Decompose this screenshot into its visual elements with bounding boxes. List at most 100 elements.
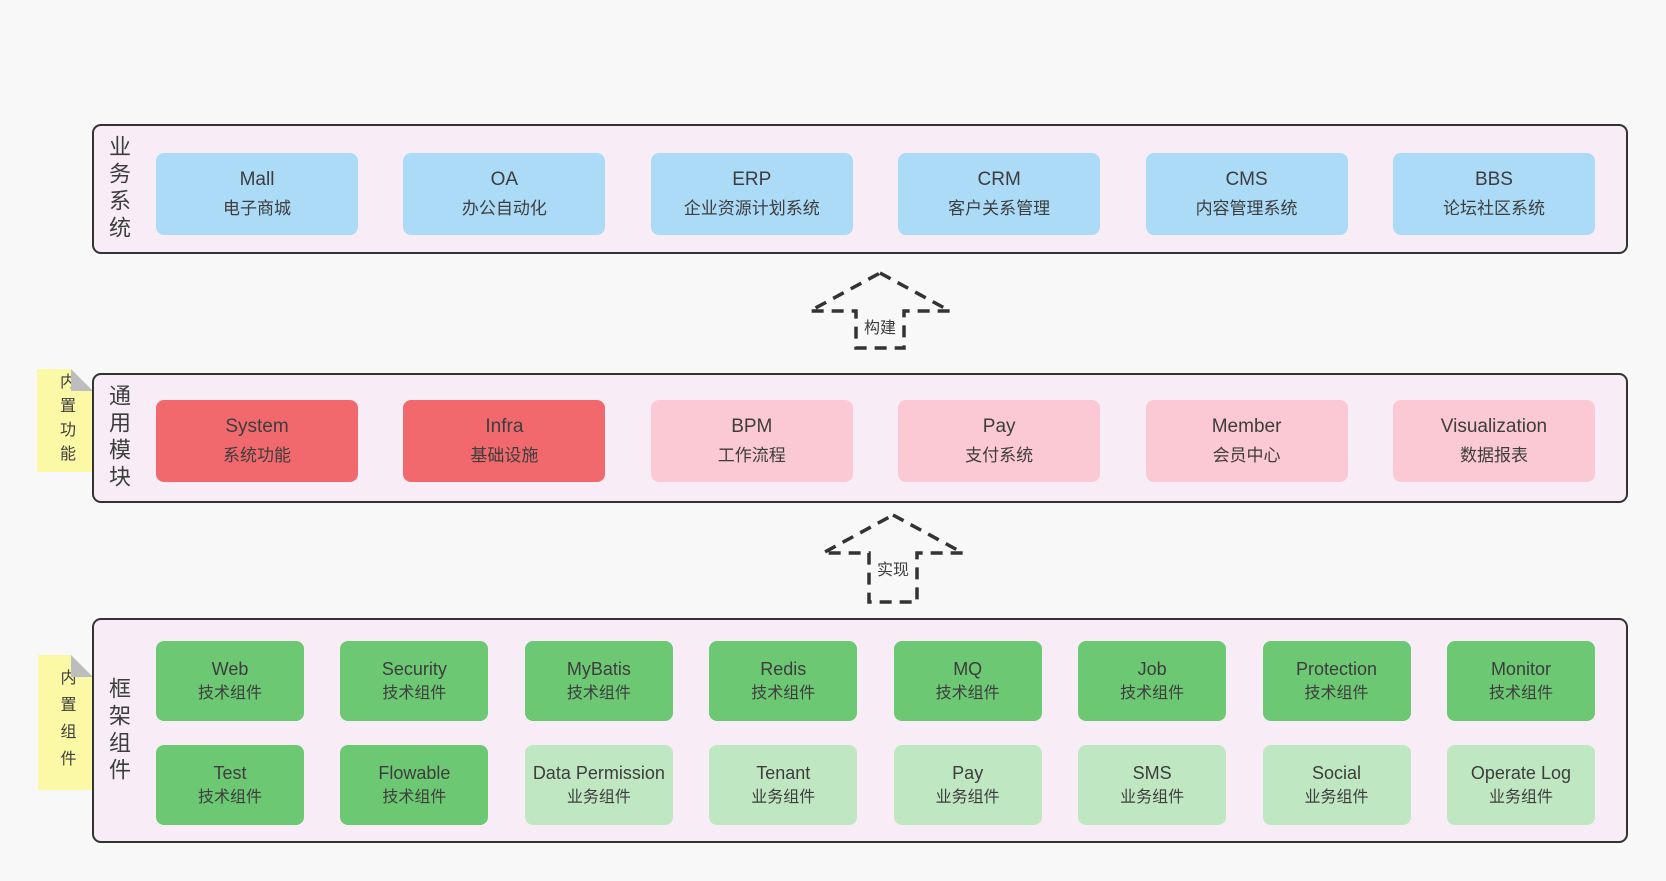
box-title: Web: [211, 659, 249, 680]
box-title: Tenant: [756, 763, 811, 784]
box-title: BBS: [1474, 169, 1513, 191]
build-arrow-icon: 构建: [807, 270, 953, 350]
box-title: Security: [381, 659, 447, 680]
framework-box-row-1: Web 技术组件 Security 技术组件 MyBatis 技术组件 Redi…: [156, 641, 1595, 721]
box-oa: OA 办公自动化: [403, 153, 606, 235]
sticky-note-built-in-functions: 内置功能: [37, 369, 93, 472]
box-cms: CMS 内容管理系统: [1145, 153, 1348, 235]
box-title: Data Permission: [532, 763, 665, 784]
panel-business-systems: 业务系统 Mall 电子商城 OA 办公自动化 ERP 企业资源计划系统 CRM…: [92, 124, 1628, 254]
box-subtitle: 基础设施: [470, 445, 539, 465]
implement-arrow-label: 实现: [873, 556, 913, 580]
box-tenant: Tenant 业务组件: [709, 745, 858, 825]
box-title: BPM: [731, 416, 773, 438]
box-subtitle: 工作流程: [717, 445, 786, 465]
box-erp: ERP 企业资源计划系统: [650, 153, 853, 235]
sticky-note-built-in-components: 内置组件: [38, 655, 93, 790]
box-title: Pay: [982, 416, 1016, 438]
box-title: Redis: [760, 659, 807, 680]
box-title: Operate Log: [1470, 763, 1571, 784]
business-box-row: Mall 电子商城 OA 办公自动化 ERP 企业资源计划系统 CRM 客户关系…: [156, 153, 1595, 235]
box-pay-component: Pay 业务组件: [893, 745, 1042, 825]
box-subtitle: 论坛社区系统: [1442, 198, 1545, 218]
box-flowable: Flowable 技术组件: [340, 745, 489, 825]
box-title: Mall: [239, 169, 275, 191]
box-subtitle: 数据报表: [1459, 445, 1528, 465]
box-subtitle: 技术组件: [1304, 684, 1369, 702]
box-subtitle: 业务组件: [566, 788, 631, 806]
panel-framework-components: 框架组件 Web 技术组件 Security 技术组件 MyBatis 技术组件…: [92, 618, 1628, 843]
box-subtitle: 系统功能: [223, 445, 291, 465]
box-data-permission: Data Permission 业务组件: [524, 745, 673, 825]
box-subtitle: 技术组件: [566, 684, 631, 702]
box-title: CRM: [977, 169, 1021, 191]
box-monitor: Monitor 技术组件: [1446, 641, 1595, 721]
sticky-note-label: 内置组件: [57, 668, 75, 777]
box-subtitle: 业务组件: [1120, 788, 1185, 806]
box-subtitle: 技术组件: [197, 788, 262, 806]
box-title: OA: [490, 169, 519, 191]
box-crm: CRM 客户关系管理: [898, 153, 1101, 235]
box-protection: Protection 技术组件: [1262, 641, 1411, 721]
sticky-note-label: 内置功能: [57, 372, 74, 469]
box-bbs: BBS 论坛社区系统: [1392, 153, 1595, 235]
box-pay-system: Pay 支付系统: [898, 400, 1101, 482]
box-subtitle: 业务组件: [751, 788, 816, 806]
box-title: MyBatis: [566, 659, 631, 680]
box-mybatis: MyBatis 技术组件: [524, 641, 673, 721]
box-sms: SMS 业务组件: [1078, 745, 1227, 825]
implement-arrow-icon: 实现: [820, 512, 966, 604]
box-web: Web 技术组件: [156, 641, 304, 721]
box-mq: MQ 技术组件: [893, 641, 1042, 721]
box-subtitle: 企业资源计划系统: [683, 198, 820, 218]
box-subtitle: 支付系统: [965, 445, 1034, 465]
box-title: Job: [1137, 659, 1167, 680]
box-subtitle: 会员中心: [1212, 445, 1281, 465]
box-title: SMS: [1132, 763, 1172, 784]
box-subtitle: 技术组件: [382, 684, 447, 702]
box-title: MQ: [953, 659, 983, 680]
box-subtitle: 技术组件: [935, 684, 1000, 702]
panel-label-common-modules: 通用模块: [106, 384, 131, 492]
box-subtitle: 办公自动化: [461, 198, 547, 218]
box-system: System 系统功能: [156, 400, 358, 482]
box-title: Visualization: [1440, 416, 1548, 438]
build-arrow-label: 构建: [860, 314, 900, 338]
box-subtitle: 业务组件: [1304, 788, 1369, 806]
box-subtitle: 内容管理系统: [1195, 198, 1298, 218]
box-title: Flowable: [378, 763, 451, 784]
panel-common-modules: 通用模块 System 系统功能 Infra 基础设施 BPM 工作流程 Pay…: [92, 373, 1628, 503]
box-subtitle: 技术组件: [1120, 684, 1185, 702]
box-security: Security 技术组件: [340, 641, 489, 721]
box-title: Social: [1312, 763, 1362, 784]
box-operate-log: Operate Log 业务组件: [1446, 745, 1595, 825]
box-title: Pay: [952, 763, 984, 784]
box-title: Test: [213, 763, 247, 784]
box-title: Infra: [485, 416, 524, 438]
box-subtitle: 业务组件: [935, 788, 1000, 806]
box-title: Member: [1211, 416, 1282, 438]
box-title: CMS: [1225, 169, 1268, 191]
box-subtitle: 客户关系管理: [948, 198, 1051, 218]
box-job: Job 技术组件: [1078, 641, 1227, 721]
box-subtitle: 技术组件: [751, 684, 816, 702]
box-test: Test 技术组件: [156, 745, 304, 825]
box-subtitle: 技术组件: [382, 788, 447, 806]
modules-box-row: System 系统功能 Infra 基础设施 BPM 工作流程 Pay 支付系统…: [156, 400, 1595, 482]
box-bpm: BPM 工作流程: [650, 400, 853, 482]
panel-label-framework-components: 框架组件: [106, 676, 131, 785]
box-subtitle: 技术组件: [197, 684, 262, 702]
box-subtitle: 电子商城: [223, 198, 291, 218]
box-title: Protection: [1296, 659, 1378, 680]
box-visualization: Visualization 数据报表: [1392, 400, 1595, 482]
box-subtitle: 技术组件: [1488, 684, 1553, 702]
box-social: Social 业务组件: [1262, 745, 1411, 825]
framework-box-row-2: Test 技术组件 Flowable 技术组件 Data Permission …: [156, 745, 1595, 825]
box-title: System: [225, 416, 289, 438]
box-member: Member 会员中心: [1145, 400, 1348, 482]
box-title: ERP: [732, 169, 772, 191]
box-title: Monitor: [1490, 659, 1551, 680]
box-mall: Mall 电子商城: [156, 153, 358, 235]
box-infra: Infra 基础设施: [403, 400, 606, 482]
box-redis: Redis 技术组件: [709, 641, 858, 721]
